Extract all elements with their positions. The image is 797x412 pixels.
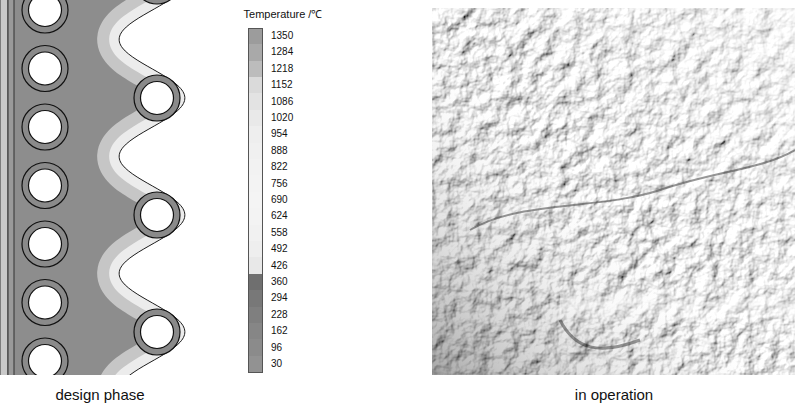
tube — [134, 192, 180, 238]
legend-value: 624 — [271, 211, 288, 221]
legend-swatch — [248, 257, 263, 274]
hot-zone — [119, 0, 185, 375]
operation-photo — [432, 8, 795, 375]
legend-value: 492 — [271, 244, 288, 254]
legend-value: 1284 — [271, 47, 293, 57]
tube — [22, 104, 68, 150]
legend-value: 822 — [271, 162, 288, 172]
legend-value: 1086 — [271, 97, 293, 107]
legend-value: 1218 — [271, 64, 293, 74]
tube — [22, 338, 68, 375]
tube — [22, 163, 68, 209]
tube — [134, 75, 180, 121]
legend-swatch — [248, 339, 263, 356]
tube — [22, 0, 68, 33]
legend-swatch — [248, 274, 263, 291]
casing-strip — [0, 0, 8, 375]
legend-value: 756 — [271, 179, 288, 189]
legend-value: 954 — [271, 129, 288, 139]
legend-swatch — [248, 159, 263, 176]
warm-zone — [119, 0, 185, 375]
legend-swatch — [248, 77, 263, 94]
legend-value: 426 — [271, 261, 288, 271]
tube — [134, 0, 180, 4]
legend-swatch — [248, 323, 263, 340]
legend-swatch — [248, 126, 263, 143]
legend-swatch — [248, 93, 263, 110]
legend-swatch — [248, 28, 263, 45]
legend-value: 162 — [271, 326, 288, 336]
legend-swatch — [248, 61, 263, 78]
fire-side-edge — [119, 0, 185, 375]
legend-swatch — [248, 192, 263, 209]
legend-swatch — [248, 208, 263, 225]
legend-value: 30 — [271, 359, 282, 369]
legend-value: 96 — [271, 343, 282, 353]
casing-strip — [8, 0, 14, 375]
wall-section — [0, 0, 185, 375]
tube — [134, 309, 180, 355]
legend-value: 1020 — [271, 113, 293, 123]
tube — [22, 280, 68, 326]
legend-swatch — [248, 110, 263, 127]
legend-value: 690 — [271, 195, 288, 205]
legend-swatch — [248, 143, 263, 160]
legend-swatch — [248, 356, 263, 373]
wall-body — [14, 0, 185, 375]
legend-swatch — [248, 307, 263, 324]
tube — [22, 46, 68, 92]
legend-swatch — [248, 44, 263, 61]
legend-value: 1152 — [271, 80, 293, 90]
legend-swatch — [248, 225, 263, 242]
legend-value: 1350 — [271, 31, 293, 41]
legend-value: 558 — [271, 228, 288, 238]
caption: design phase — [55, 387, 144, 402]
legend-swatch — [248, 290, 263, 307]
legend-value: 888 — [271, 146, 288, 156]
legend-value: 294 — [271, 293, 288, 303]
legend-value: 360 — [271, 277, 288, 287]
legend-swatch — [248, 241, 263, 258]
legend-swatch — [248, 175, 263, 192]
tube — [22, 221, 68, 267]
legend-title: Temperature /℃ — [244, 9, 323, 20]
caption: in operation — [575, 387, 653, 402]
legend-value: 228 — [271, 310, 288, 320]
